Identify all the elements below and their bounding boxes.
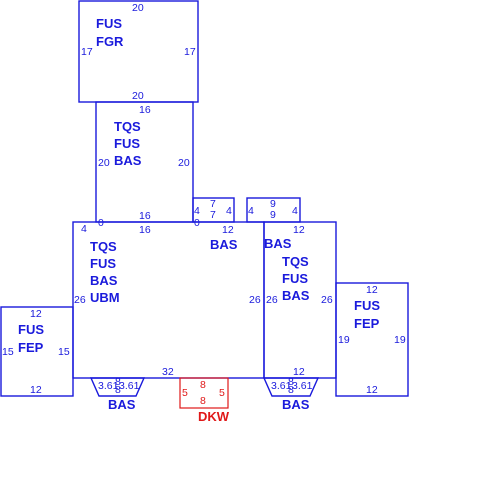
dimension-label: 12 bbox=[366, 284, 378, 296]
dimension-label: 5 bbox=[219, 387, 225, 399]
dimension-label: 8 bbox=[288, 376, 294, 388]
room-code: FUS bbox=[90, 256, 116, 271]
dimension-label: 3.61 bbox=[271, 380, 292, 392]
room-code: FEP bbox=[354, 316, 380, 331]
dimension-label: 32 bbox=[162, 366, 174, 378]
room-main: 4 0 16 12 BAS TQS FUS BAS UBM 26 26 32 bbox=[72, 217, 265, 379]
dimension-label: 4 bbox=[194, 205, 200, 217]
dimension-label: 7 bbox=[210, 209, 216, 221]
dimension-label: 26 bbox=[266, 294, 278, 306]
dimension-label: 12 bbox=[293, 366, 305, 378]
dimension-label: 5 bbox=[182, 387, 188, 399]
dimension-label: 19 bbox=[338, 334, 350, 346]
room-outline bbox=[89, 377, 146, 397]
dimension-label: 26 bbox=[249, 294, 261, 306]
room-outline bbox=[179, 377, 229, 409]
dimension-label: 0 bbox=[194, 217, 200, 229]
dimension-label: 4 bbox=[81, 223, 87, 235]
dimension-label: 9 bbox=[270, 209, 276, 221]
room-code: BAS bbox=[114, 153, 142, 168]
dimension-label: 20 bbox=[132, 90, 144, 102]
dimension-label: 16 bbox=[139, 104, 151, 116]
dimension-label: 15 bbox=[2, 346, 14, 358]
room-code: DKW bbox=[198, 409, 230, 424]
dimension-label: 12 bbox=[366, 384, 378, 396]
dimension-label: 16 bbox=[139, 224, 151, 236]
dimension-label: 8 bbox=[200, 379, 206, 391]
dimension-label: 0 bbox=[98, 217, 104, 229]
room-dkw: 8 8 5 5 DKW bbox=[179, 377, 230, 424]
dimension-label: 12 bbox=[30, 384, 42, 396]
dimension-label: 8 bbox=[200, 395, 206, 407]
dimension-label: 4 bbox=[248, 205, 254, 217]
room-outline bbox=[335, 282, 409, 397]
room-code: BAS bbox=[108, 397, 136, 412]
dimension-label: 20 bbox=[98, 157, 110, 169]
dimension-label: 8 bbox=[288, 384, 294, 396]
dimension-label: 17 bbox=[81, 46, 93, 58]
dimension-label: 15 bbox=[58, 346, 70, 358]
dimension-label: 3.61 bbox=[292, 380, 313, 392]
room-code: FUS bbox=[18, 322, 44, 337]
dimension-label: 16 bbox=[139, 210, 151, 222]
room-outline bbox=[262, 377, 320, 397]
room-trapezoid-right: 3.61 8 3.61 8 BAS bbox=[262, 376, 320, 412]
room-code: FGR bbox=[96, 34, 124, 49]
room-code: BAS bbox=[264, 236, 292, 251]
room-code: BAS bbox=[282, 288, 310, 303]
room-code: FUS bbox=[282, 271, 308, 286]
room-code: BAS bbox=[90, 273, 118, 288]
room-code: FUS bbox=[114, 136, 140, 151]
room-small-b: 9 9 4 4 bbox=[246, 197, 301, 223]
room-fus-fep-right: 12 FUS FEP 19 19 12 bbox=[335, 282, 409, 397]
room-code: TQS bbox=[114, 119, 141, 134]
dimension-label: 4 bbox=[292, 205, 298, 217]
dimension-label: 12 bbox=[30, 308, 42, 320]
dimension-label: 12 bbox=[222, 224, 234, 236]
dimension-label: 8 bbox=[115, 384, 121, 396]
dimension-label: 3.61 bbox=[119, 380, 140, 392]
room-outline bbox=[0, 306, 74, 397]
dimension-label: 9 bbox=[270, 198, 276, 210]
room-code: BAS bbox=[282, 397, 310, 412]
room-trapezoid-left: 3.61 8 3.61 8 BAS bbox=[89, 376, 146, 412]
dimension-label: 8 bbox=[115, 376, 121, 388]
room-fus-fgr: FUS FGR 20 20 17 17 bbox=[78, 0, 199, 103]
room-code: FUS bbox=[354, 298, 380, 313]
room-right-main: 12 BAS TQS FUS BAS 26 26 12 bbox=[263, 221, 337, 379]
room-code: FUS bbox=[96, 16, 122, 31]
room-code: BAS bbox=[210, 237, 238, 252]
dimension-label: 12 bbox=[293, 224, 305, 236]
dimension-label: 26 bbox=[321, 294, 333, 306]
dimension-label: 3.61 bbox=[98, 380, 119, 392]
dimension-label: 20 bbox=[178, 157, 190, 169]
dimension-label: 4 bbox=[226, 205, 232, 217]
dimension-label: 19 bbox=[394, 334, 406, 346]
room-code: FEP bbox=[18, 340, 44, 355]
dimension-label: 20 bbox=[132, 2, 144, 14]
dimension-label: 17 bbox=[184, 46, 196, 58]
room-code: TQS bbox=[282, 254, 309, 269]
room-code: TQS bbox=[90, 239, 117, 254]
dimension-label: 7 bbox=[210, 198, 216, 210]
room-fus-fep-left: 12 FUS FEP 15 15 12 bbox=[0, 306, 74, 397]
dimension-label: 26 bbox=[74, 294, 86, 306]
room-tqs-fus-bas-upper: TQS FUS BAS 16 16 20 20 bbox=[95, 101, 194, 223]
room-code: UBM bbox=[90, 290, 120, 305]
